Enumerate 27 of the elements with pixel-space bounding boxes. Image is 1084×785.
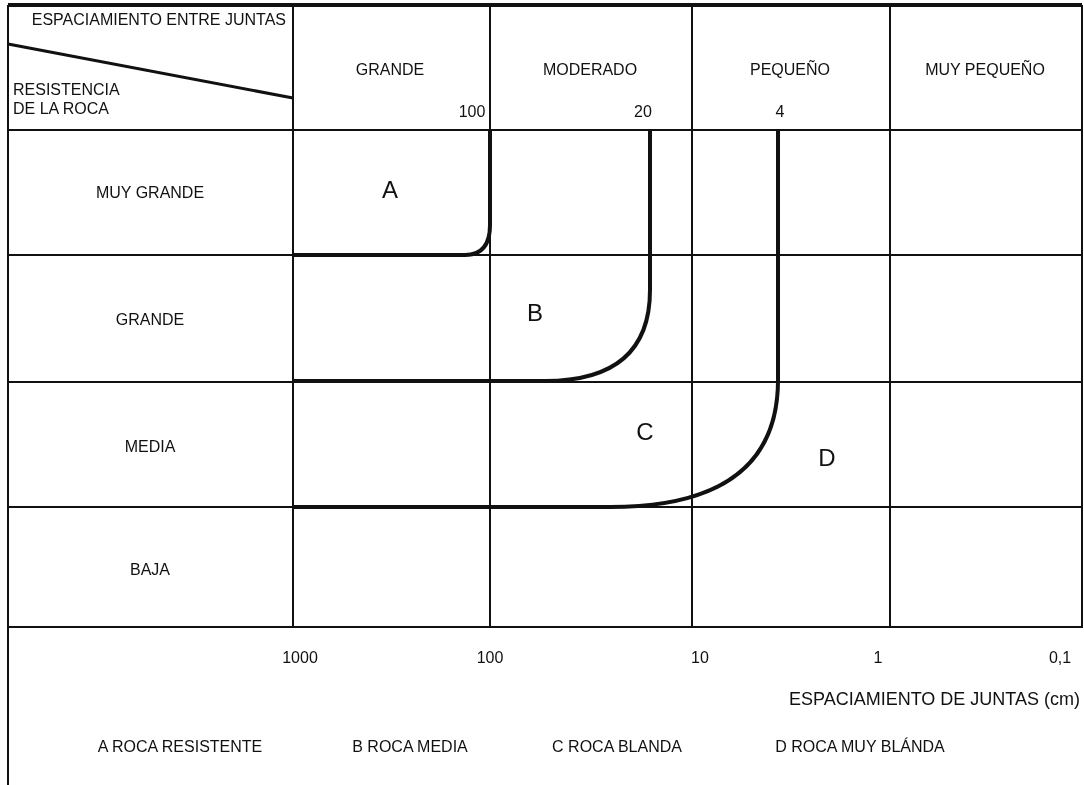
boundary-value: 100 [458, 102, 486, 122]
column-header: MUY PEQUEÑO [925, 60, 1045, 80]
zone-letter: A [382, 175, 398, 205]
axis-tick-label: 0,1 [1048, 648, 1072, 668]
zone-letter: D [818, 443, 836, 473]
axis-tick-label: 1 [873, 648, 883, 668]
row-header: MEDIA [124, 437, 176, 457]
legend-text: A ROCA RESISTENTE [97, 737, 263, 757]
axis-title: ESPACIAMIENTO DE JUNTAS (cm) [788, 689, 1080, 711]
row-header: BAJA [130, 560, 170, 580]
legend-text: D ROCA MUY BLÁNDA [775, 737, 945, 757]
zone-letter: C [636, 417, 654, 447]
column-axis-heading: ESPACIAMIENTO ENTRE JUNTAS [30, 10, 286, 30]
boundary-value: 4 [775, 102, 785, 122]
row-axis-heading: RESISTENCIA DE LA ROCA [13, 80, 121, 119]
zone-letter: B [527, 298, 543, 328]
row-header: GRANDE [115, 310, 185, 330]
legend-text: C ROCA BLANDA [552, 737, 682, 757]
legend-text: B ROCA MEDIA [352, 737, 468, 757]
axis-tick-label: 100 [476, 648, 504, 668]
column-header: PEQUEÑO [750, 60, 830, 80]
column-header: GRANDE [355, 60, 425, 80]
axis-tick-label: 1000 [282, 648, 318, 668]
boundary-value: 20 [634, 102, 652, 122]
axis-tick-label: 10 [691, 648, 709, 668]
column-header: MODERADO [542, 60, 638, 80]
row-header: MUY GRANDE [95, 183, 205, 203]
